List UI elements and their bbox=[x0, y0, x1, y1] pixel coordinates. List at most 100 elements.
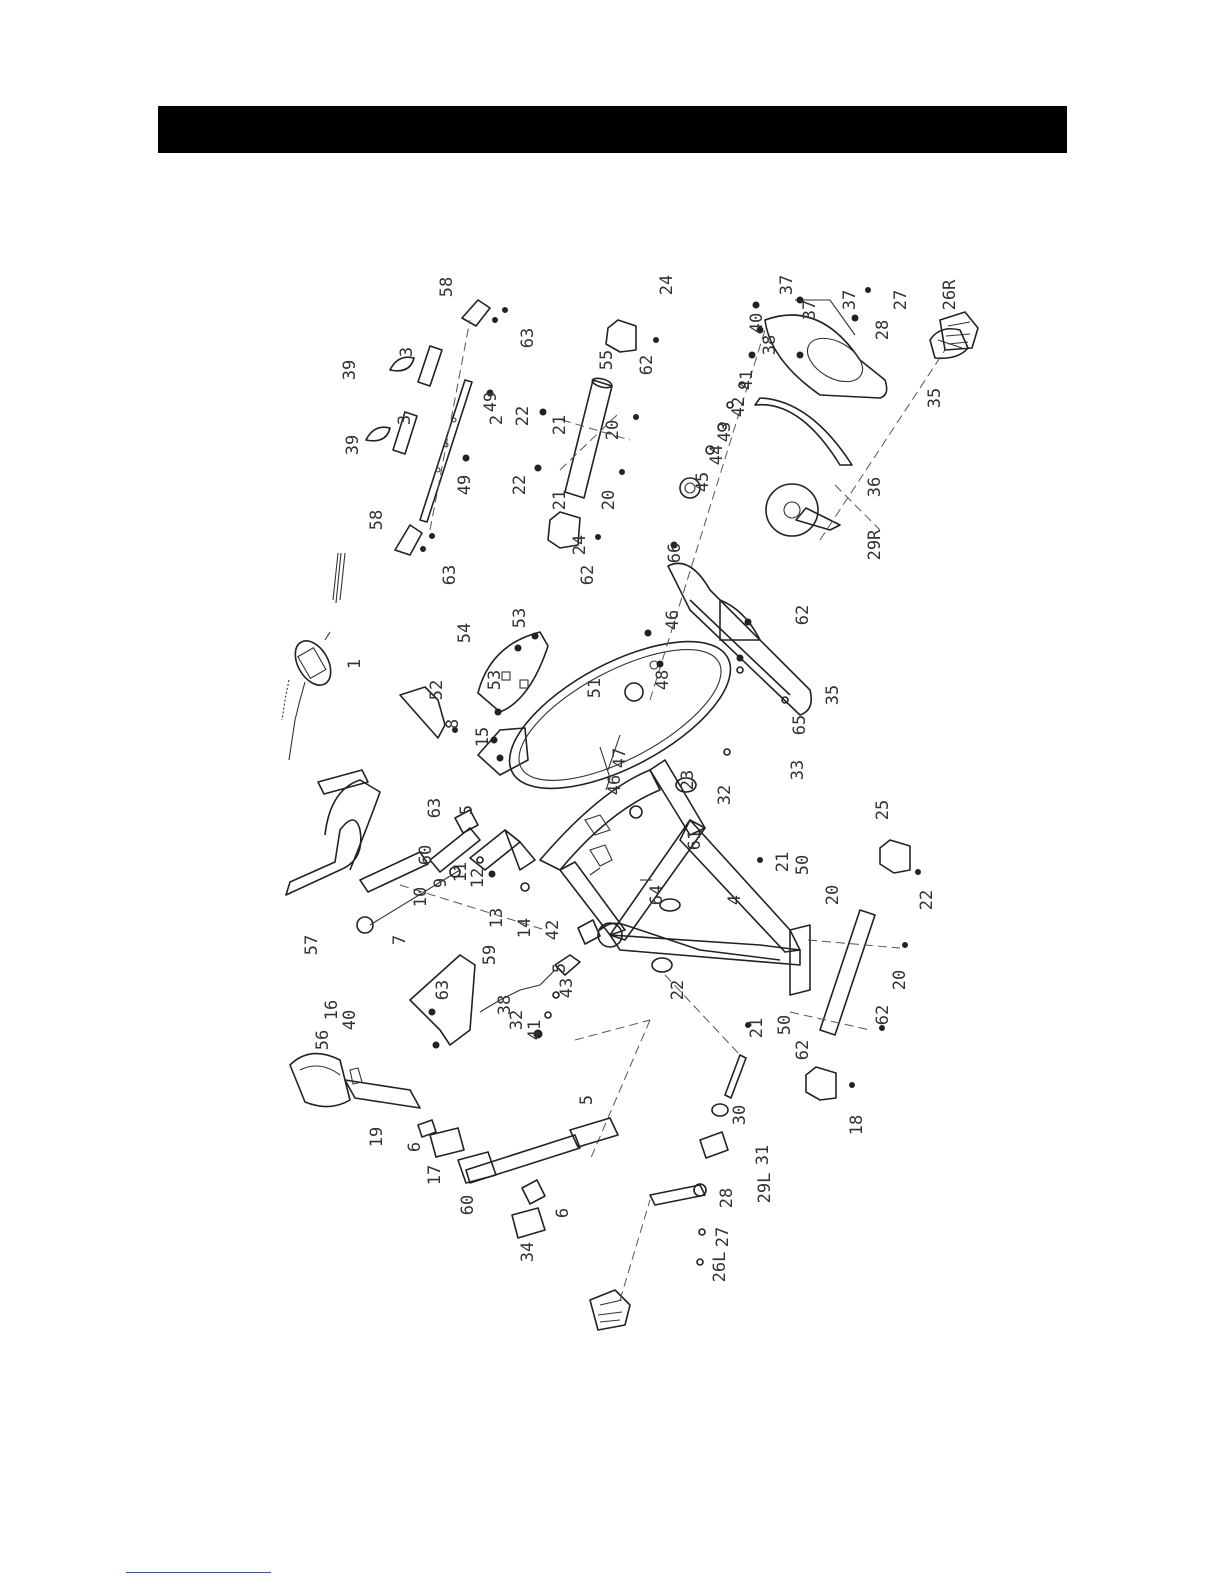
part-number-label: 53 bbox=[485, 670, 505, 690]
part-number-label: 31 bbox=[753, 1145, 773, 1165]
part-number-label: 62 bbox=[578, 565, 598, 585]
part-number-label: 57 bbox=[302, 935, 322, 955]
main-frame-part bbox=[539, 759, 811, 996]
part-number-label: 22 bbox=[510, 475, 530, 495]
part-number-label: 63 bbox=[440, 565, 460, 585]
rear-stabilizer-part bbox=[745, 839, 921, 1101]
part-number-label: 25 bbox=[873, 800, 893, 820]
part-number-label: 17 bbox=[425, 1165, 445, 1185]
part-number-label: 62 bbox=[873, 1005, 893, 1025]
part-number-label: 29L bbox=[755, 1173, 775, 1204]
left-pedal-part bbox=[589, 1183, 707, 1331]
part-number-label: 63 bbox=[425, 798, 445, 818]
part-number-label: 21 bbox=[550, 415, 570, 435]
part-number-label: 3 bbox=[397, 347, 417, 357]
part-number-label: 61 bbox=[685, 830, 705, 850]
part-number-label: 20 bbox=[599, 490, 619, 510]
part-number-label: 50 bbox=[793, 855, 813, 875]
part-number-label: 12 bbox=[468, 868, 488, 888]
part-number-label: 14 bbox=[515, 918, 535, 938]
part-number-label: 50 bbox=[775, 1015, 795, 1035]
part-number-label: 37 bbox=[840, 290, 860, 310]
part-number-label: 59 bbox=[480, 945, 500, 965]
part-number-label: 62 bbox=[793, 1040, 813, 1060]
seat-part bbox=[289, 1052, 619, 1239]
part-number-label: 46 bbox=[605, 775, 625, 795]
part-number-label: 18 bbox=[847, 1115, 867, 1135]
chain-guard-part bbox=[667, 299, 888, 716]
part-number-label: 58 bbox=[367, 510, 387, 530]
part-number-label: 49 bbox=[481, 392, 501, 412]
part-number-label: 36 bbox=[865, 477, 885, 497]
part-number-label: 19 bbox=[367, 1127, 387, 1147]
part-number-label: 47 bbox=[610, 748, 630, 768]
part-number-label: 35 bbox=[823, 685, 843, 705]
knob-parts bbox=[454, 809, 601, 1205]
part-number-label: 41 bbox=[525, 1020, 545, 1040]
part-number-label: 24 bbox=[657, 275, 677, 295]
part-number-label: 65 bbox=[790, 715, 810, 735]
part-number-label: 38 bbox=[760, 335, 780, 355]
part-number-label: 64 bbox=[647, 885, 667, 905]
part-number-label: 3 bbox=[395, 415, 415, 425]
part-number-label: 37 bbox=[777, 275, 797, 295]
part-number-label: 20 bbox=[890, 970, 910, 990]
part-number-label: 45 bbox=[693, 472, 713, 492]
part-number-label: 39 bbox=[340, 360, 360, 380]
part-number-label: 35 bbox=[925, 388, 945, 408]
part-number-label: 62 bbox=[637, 355, 657, 375]
part-number-label: 27 bbox=[713, 1227, 733, 1247]
part-number-label: 41 bbox=[737, 370, 757, 390]
part-number-label: 11 bbox=[451, 862, 471, 882]
part-number-label: 40 bbox=[340, 1010, 360, 1030]
part-number-label: 39 bbox=[343, 435, 363, 455]
part-number-label: 10 bbox=[411, 887, 431, 907]
part-number-label: 29R bbox=[865, 529, 885, 560]
part-number-label: 34 bbox=[518, 1242, 538, 1262]
part-number-label: 38 bbox=[495, 995, 515, 1015]
part-number-label: 42 bbox=[729, 397, 749, 417]
part-number-label: 21 bbox=[550, 490, 570, 510]
part-number-label: 62 bbox=[793, 605, 813, 625]
part-number-label: 9 bbox=[431, 878, 451, 888]
part-number-label: 2 bbox=[487, 415, 507, 425]
part-number-label: 55 bbox=[597, 350, 617, 370]
part-number-label: 20 bbox=[823, 885, 843, 905]
part-number-label: 30 bbox=[730, 1105, 750, 1125]
part-number-label: 5 bbox=[550, 963, 570, 973]
part-number-label: 24 bbox=[570, 535, 590, 555]
part-number-label: 63 bbox=[433, 980, 453, 1000]
part-number-label: 4 bbox=[725, 895, 745, 905]
part-number-label: 22 bbox=[513, 406, 533, 426]
part-number-label: 54 bbox=[455, 623, 475, 643]
part-number-label: 28 bbox=[717, 1188, 737, 1208]
part-number-label: 21 bbox=[773, 852, 793, 872]
part-number-label: 60 bbox=[416, 845, 436, 865]
part-number-label: 5 bbox=[457, 805, 477, 815]
stabilizer-part bbox=[534, 319, 659, 549]
cover-parts bbox=[399, 631, 549, 776]
part-number-label: 44 bbox=[707, 445, 727, 465]
handlebar-part bbox=[285, 769, 546, 934]
part-number-label: 23 bbox=[678, 770, 698, 790]
hardware-chain bbox=[629, 287, 871, 819]
part-number-label: 40 bbox=[747, 313, 767, 333]
part-number-label: 1 bbox=[345, 659, 365, 669]
part-number-label: 6 bbox=[405, 1142, 425, 1152]
part-number-label: 63 bbox=[518, 328, 538, 348]
part-number-label: 33 bbox=[788, 760, 808, 780]
part-number-label: 6 bbox=[553, 1208, 573, 1218]
part-number-label: 13 bbox=[487, 908, 507, 928]
part-number-label: 27 bbox=[891, 290, 911, 310]
part-number-label: 42 bbox=[543, 920, 563, 940]
header-bar bbox=[158, 106, 1067, 153]
seat-post-part bbox=[365, 299, 508, 556]
part-number-label: 43 bbox=[557, 978, 577, 998]
part-number-label: 48 bbox=[653, 670, 673, 690]
part-number-label: 7 bbox=[390, 935, 410, 945]
part-number-label: 49 bbox=[455, 475, 475, 495]
right-pedal-part bbox=[939, 311, 979, 351]
part-number-label: 53 bbox=[510, 608, 530, 628]
part-number-label: 8 bbox=[443, 719, 463, 729]
